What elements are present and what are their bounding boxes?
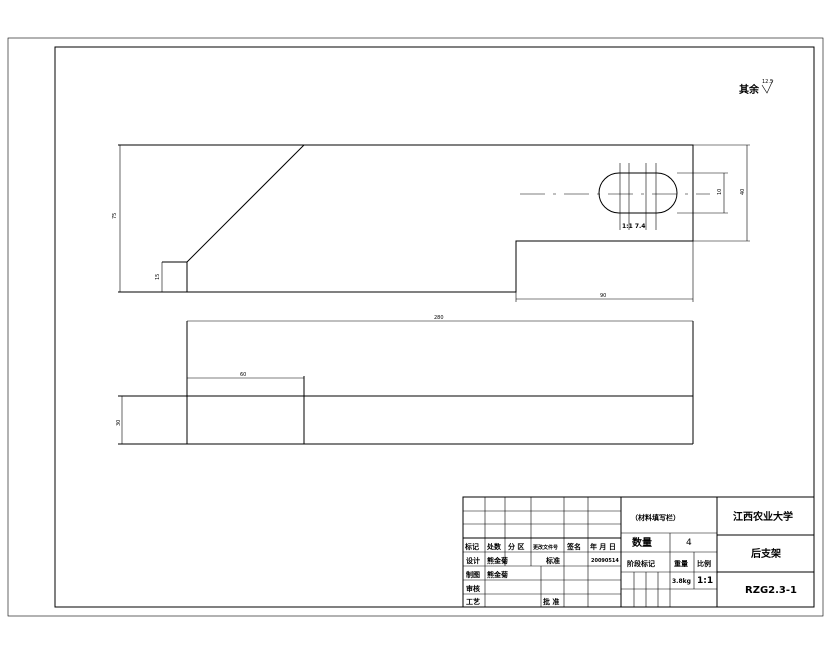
header-date: 年 月 日 <box>590 542 616 551</box>
dim-10: 10 <box>717 189 723 195</box>
part-name: 后支架 <box>751 547 781 560</box>
front-view-outline <box>118 144 694 293</box>
outer-frame <box>7 37 824 617</box>
scale-label: 比例 <box>697 559 711 568</box>
front-view-notch <box>162 261 188 292</box>
dim-60: 60 <box>240 372 246 378</box>
title-block: 标记 处数 分 区 更改文件号 签名 年 月 日 设计 熊金菊 标准 20090… <box>462 496 815 608</box>
weight-label: 重量 <box>674 559 688 568</box>
material-note: （材料填写栏） <box>631 513 680 522</box>
front-view-chamfer <box>186 144 305 263</box>
top-view: 280 60 30 <box>116 315 694 445</box>
slot-note: 1:1 7.4 <box>622 223 645 230</box>
process-label: 工艺 <box>466 597 480 606</box>
weight-value: 3.8kg <box>672 578 691 585</box>
draft-name: 熊金菊 <box>487 570 508 579</box>
header-signature: 签名 <box>566 542 581 551</box>
slot-outline <box>598 172 678 214</box>
drawing-number: RZG2.3-1 <box>745 585 797 596</box>
approve-label: 批 准 <box>543 597 559 606</box>
design-label: 设计 <box>466 556 480 565</box>
quantity-value: 4 <box>686 538 692 548</box>
surface-roughness-note: 其余 12.5 <box>739 79 774 96</box>
scale-value: 1:1 <box>697 576 713 586</box>
quantity-label: 数量 <box>632 536 652 549</box>
header-count: 处数 <box>486 542 502 551</box>
dim-30: 30 <box>116 420 122 426</box>
dim-15: 15 <box>155 274 161 280</box>
roughness-label: 其余 <box>739 83 760 96</box>
header-change-doc: 更改文件号 <box>533 544 558 551</box>
front-view: 1:1 7.4 75 15 10 40 90 <box>112 144 750 302</box>
dim-90: 90 <box>600 293 606 299</box>
review-label: 审核 <box>466 584 480 593</box>
design-date: 20090514 <box>591 558 619 564</box>
draft-label: 制图 <box>466 570 480 579</box>
school-name: 江西农业大学 <box>733 510 793 523</box>
inner-frame <box>54 46 815 608</box>
dim-280: 280 <box>434 315 444 321</box>
header-mark: 标记 <box>464 542 479 551</box>
roughness-symbol-icon <box>761 79 774 94</box>
header-zone: 分 区 <box>508 542 524 551</box>
standard-label: 标准 <box>545 556 560 565</box>
revision-grid <box>463 497 622 607</box>
stage-label: 阶段标记 <box>627 559 655 568</box>
dim-40: 40 <box>740 189 746 195</box>
roughness-value: 12.5 <box>762 79 773 85</box>
dim-75: 75 <box>112 213 118 219</box>
design-name: 熊金菊 <box>487 556 508 565</box>
